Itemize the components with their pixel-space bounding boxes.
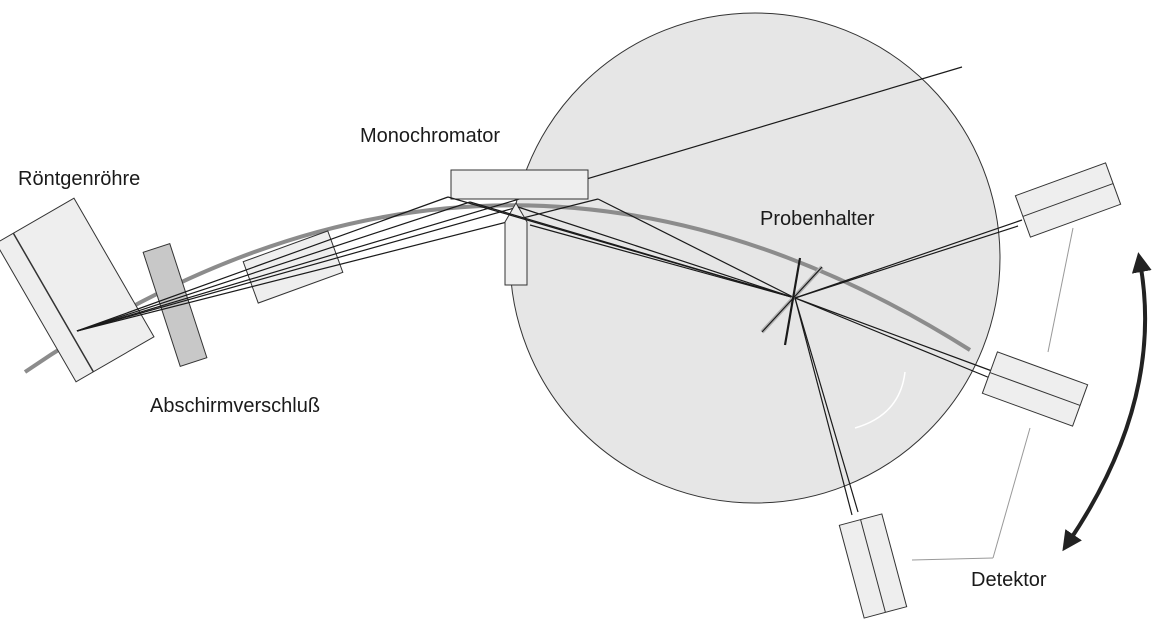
tube-label: Röntgenröhre <box>18 168 140 190</box>
incident-beam <box>76 196 599 332</box>
xray-tube <box>0 197 155 383</box>
shutter-label: Abschirmverschluß <box>150 395 320 417</box>
monochromator-label: Monochromator <box>360 125 500 147</box>
shielding-shutter <box>142 242 208 368</box>
diffracted-beams <box>794 219 1023 516</box>
sample-holder-label: Probenhalter <box>760 208 875 230</box>
inner-arc <box>854 371 906 429</box>
monochromator <box>450 169 589 286</box>
detector-bottom <box>838 513 908 619</box>
goniometer-circle <box>509 12 1001 504</box>
detector-middle <box>981 351 1089 427</box>
detector-top <box>1014 162 1122 238</box>
monochromated-beam <box>447 196 796 299</box>
detector-label: Detektor <box>971 569 1047 591</box>
rotation-arrow <box>1062 252 1152 552</box>
detector-leader-lines <box>911 227 1074 561</box>
sample-holder <box>760 257 824 346</box>
